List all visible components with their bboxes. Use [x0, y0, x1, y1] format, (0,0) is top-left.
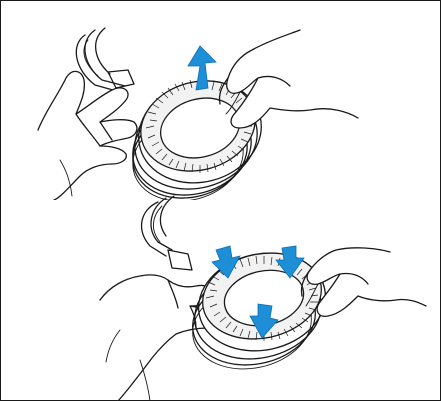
right-hand — [301, 248, 426, 316]
step-remove-ear-pad — [0, 0, 441, 200]
right-hand — [219, 30, 358, 128]
left-hand — [38, 71, 137, 200]
step-attach-ear-pad — [0, 190, 441, 401]
headband — [142, 196, 192, 270]
remove-ear-pad-illustration — [0, 0, 441, 200]
attach-ear-pad-illustration — [0, 190, 441, 401]
